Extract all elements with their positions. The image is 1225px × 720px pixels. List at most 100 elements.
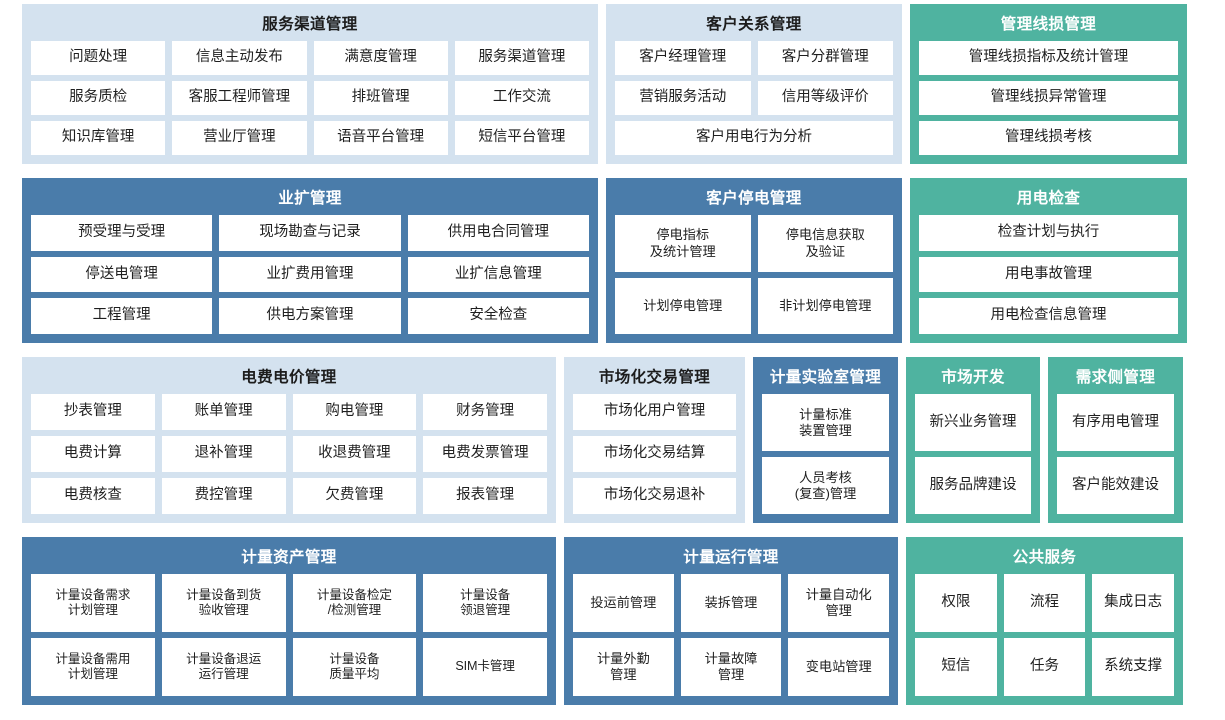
tile-business_expansion-1-2[interactable]: 业扩信息管理 [407, 256, 589, 293]
tile-metering_assets-0-2[interactable]: 计量设备检定 /检测管理 [292, 574, 417, 633]
tile-metering_operation-0-2[interactable]: 计量自动化 管理 [788, 574, 890, 633]
tile-service_channel-0-1[interactable]: 信息主动发布 [172, 41, 307, 76]
panel-title-metering_assets: 计量资产管理 [241, 549, 337, 566]
tile-business_expansion-0-2[interactable]: 供用电合同管理 [407, 215, 589, 251]
tile-power_inspection-2-0[interactable]: 用电检查信息管理 [919, 298, 1178, 335]
panel-metering_operation: 计量运行管理投运前管理装拆管理计量自动化 管理计量外勤 管理计量故障 管理变电站… [564, 537, 898, 705]
panel-title-demand_side: 需求侧管理 [1075, 369, 1156, 386]
tile-service_channel-0-3[interactable]: 服务渠道管理 [454, 41, 589, 76]
tile-customer_outage-0-0[interactable]: 停电指标 及统计管理 [615, 215, 751, 272]
tile-business_expansion-1-0[interactable]: 停送电管理 [31, 256, 213, 293]
panel-metering_lab: 计量实验室管理计量标准 装置管理人员考核 (复查)管理 [753, 357, 898, 523]
tile-customer_relations-2-0[interactable]: 客户用电行为分析 [615, 121, 893, 155]
tile-electricity_fee_price-1-3[interactable]: 电费发票管理 [423, 436, 547, 473]
panel-metering_assets: 计量资产管理计量设备需求 计划管理计量设备到货 验收管理计量设备检定 /检测管理… [22, 537, 556, 705]
tile-market_trading-1-0[interactable]: 市场化交易结算 [573, 436, 736, 473]
tile-business_expansion-2-2[interactable]: 安全检查 [407, 298, 589, 335]
tile-public_service-0-2[interactable]: 集成日志 [1092, 574, 1175, 633]
tile-service_channel-2-1[interactable]: 营业厅管理 [172, 121, 307, 155]
tile-electricity_fee_price-1-1[interactable]: 退补管理 [161, 436, 286, 473]
tile-market_trading-0-0[interactable]: 市场化用户管理 [573, 394, 736, 431]
tile-row: 用电事故管理 [919, 256, 1178, 293]
tile-service_channel-1-1[interactable]: 客服工程师管理 [172, 81, 307, 116]
tile-row: 有序用电管理 [1057, 394, 1174, 452]
panel-public_service: 公共服务权限流程集成日志短信任务系统支撑 [906, 537, 1183, 705]
tile-demand_side-0-0[interactable]: 有序用电管理 [1057, 394, 1174, 452]
tile-demand_side-1-0[interactable]: 客户能效建设 [1057, 457, 1174, 514]
tile-metering_operation-0-1[interactable]: 装拆管理 [680, 574, 782, 633]
tile-public_service-1-1[interactable]: 任务 [1003, 638, 1086, 696]
tile-metering_lab-1-0[interactable]: 人员考核 (复查)管理 [762, 457, 889, 514]
tile-electricity_fee_price-0-2[interactable]: 购电管理 [292, 394, 417, 431]
tile-business_expansion-0-1[interactable]: 现场勘查与记录 [219, 215, 401, 251]
tile-management_line_loss-2-0[interactable]: 管理线损考核 [919, 121, 1178, 155]
tile-row: 停电指标 及统计管理停电信息获取 及验证 [615, 215, 893, 272]
tile-customer_outage-1-1[interactable]: 非计划停电管理 [757, 277, 893, 334]
tile-service_channel-2-2[interactable]: 语音平台管理 [313, 121, 448, 155]
tile-business_expansion-0-0[interactable]: 预受理与受理 [31, 215, 213, 251]
panel-title-metering_operation: 计量运行管理 [683, 549, 779, 566]
panel-electricity_fee_price: 电费电价管理抄表管理账单管理购电管理财务管理电费计算退补管理收退费管理电费发票管… [22, 357, 556, 523]
tile-management_line_loss-1-0[interactable]: 管理线损异常管理 [919, 81, 1178, 116]
tile-metering_assets-1-1[interactable]: 计量设备退运 运行管理 [161, 638, 286, 696]
tile-metering_operation-1-0[interactable]: 计量外勤 管理 [573, 638, 674, 696]
tile-metering_assets-0-0[interactable]: 计量设备需求 计划管理 [31, 574, 155, 633]
tile-row: 客户能效建设 [1057, 457, 1174, 514]
tile-service_channel-1-2[interactable]: 排班管理 [313, 81, 448, 116]
tile-service_channel-2-3[interactable]: 短信平台管理 [454, 121, 589, 155]
tile-electricity_fee_price-2-0[interactable]: 电费核查 [31, 478, 155, 514]
tile-business_expansion-2-1[interactable]: 供电方案管理 [219, 298, 401, 335]
tile-row: 管理线损考核 [919, 121, 1178, 155]
tile-metering_operation-0-0[interactable]: 投运前管理 [573, 574, 674, 633]
tile-row: 客户用电行为分析 [615, 121, 893, 155]
tile-customer_relations-1-0[interactable]: 营销服务活动 [615, 81, 751, 116]
tile-customer_outage-1-0[interactable]: 计划停电管理 [615, 277, 751, 334]
tile-business_expansion-2-0[interactable]: 工程管理 [31, 298, 213, 335]
tile-service_channel-0-2[interactable]: 满意度管理 [313, 41, 448, 76]
tile-public_service-0-1[interactable]: 流程 [1003, 574, 1086, 633]
tile-customer_outage-0-1[interactable]: 停电信息获取 及验证 [757, 215, 893, 272]
tile-power_inspection-0-0[interactable]: 检查计划与执行 [919, 215, 1178, 251]
tile-row: 问题处理信息主动发布满意度管理服务渠道管理 [31, 41, 589, 76]
tile-power_inspection-1-0[interactable]: 用电事故管理 [919, 256, 1178, 293]
tile-row: 客户经理管理客户分群管理 [615, 41, 893, 76]
tile-electricity_fee_price-2-2[interactable]: 欠费管理 [292, 478, 417, 514]
tile-metering_operation-1-1[interactable]: 计量故障 管理 [680, 638, 782, 696]
tile-service_channel-2-0[interactable]: 知识库管理 [31, 121, 166, 155]
tile-metering_assets-0-1[interactable]: 计量设备到货 验收管理 [161, 574, 286, 633]
tile-public_service-0-0[interactable]: 权限 [915, 574, 997, 633]
tile-metering_assets-1-0[interactable]: 计量设备需用 计划管理 [31, 638, 155, 696]
tile-electricity_fee_price-0-3[interactable]: 财务管理 [423, 394, 547, 431]
tile-metering_lab-0-0[interactable]: 计量标准 装置管理 [762, 394, 889, 452]
tile-customer_relations-0-0[interactable]: 客户经理管理 [615, 41, 751, 76]
tile-customer_relations-0-1[interactable]: 客户分群管理 [757, 41, 893, 76]
tile-grid: 抄表管理账单管理购电管理财务管理电费计算退补管理收退费管理电费发票管理电费核查费… [31, 394, 547, 514]
tile-market_trading-2-0[interactable]: 市场化交易退补 [573, 478, 736, 514]
tile-service_channel-1-0[interactable]: 服务质检 [31, 81, 166, 116]
tile-service_channel-0-0[interactable]: 问题处理 [31, 41, 166, 76]
tile-electricity_fee_price-2-1[interactable]: 费控管理 [161, 478, 286, 514]
tile-market_development-1-0[interactable]: 服务品牌建设 [915, 457, 1031, 514]
tile-electricity_fee_price-0-1[interactable]: 账单管理 [161, 394, 286, 431]
tile-grid: 停电指标 及统计管理停电信息获取 及验证计划停电管理非计划停电管理 [615, 215, 893, 334]
tile-metering_operation-1-2[interactable]: 变电站管理 [788, 638, 890, 696]
tile-service_channel-1-3[interactable]: 工作交流 [454, 81, 589, 116]
tile-metering_assets-1-2[interactable]: 计量设备 质量平均 [292, 638, 417, 696]
tile-market_development-0-0[interactable]: 新兴业务管理 [915, 394, 1031, 452]
tile-row: 工程管理供电方案管理安全检查 [31, 298, 589, 335]
tile-business_expansion-1-1[interactable]: 业扩费用管理 [219, 256, 401, 293]
tile-grid: 市场化用户管理市场化交易结算市场化交易退补 [573, 394, 736, 514]
tile-electricity_fee_price-1-0[interactable]: 电费计算 [31, 436, 155, 473]
tile-metering_assets-0-3[interactable]: 计量设备 领退管理 [423, 574, 547, 633]
tile-electricity_fee_price-1-2[interactable]: 收退费管理 [292, 436, 417, 473]
tile-management_line_loss-0-0[interactable]: 管理线损指标及统计管理 [919, 41, 1178, 76]
tile-public_service-1-0[interactable]: 短信 [915, 638, 997, 696]
tile-electricity_fee_price-2-3[interactable]: 报表管理 [423, 478, 547, 514]
tile-row: 预受理与受理现场勘查与记录供用电合同管理 [31, 215, 589, 251]
tile-metering_assets-1-3[interactable]: SIM卡管理 [423, 638, 547, 696]
tile-public_service-1-2[interactable]: 系统支撑 [1092, 638, 1175, 696]
tile-electricity_fee_price-0-0[interactable]: 抄表管理 [31, 394, 155, 431]
tile-customer_relations-1-1[interactable]: 信用等级评价 [757, 81, 893, 116]
